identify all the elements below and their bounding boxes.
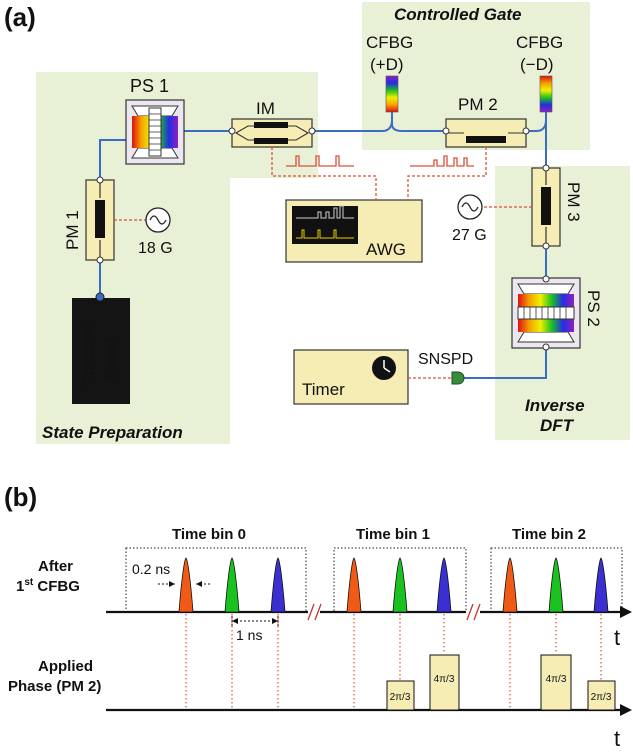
sine-wave-icon — [149, 215, 167, 225]
phase-boxes: 2π/3 4π/3 4π/3 2π/3 — [386, 654, 616, 711]
cfbg-minus-name: CFBG — [516, 33, 563, 52]
pm1-label: PM 1 — [63, 210, 82, 250]
pulse-bin1-blue — [436, 557, 452, 613]
pulse-bin0-red — [178, 557, 194, 613]
laser-label-line2: Laser — [101, 337, 120, 380]
pulse-width-label: 0.2 ns — [132, 561, 170, 577]
awg: AWG — [285, 199, 423, 263]
rf-wires — [271, 147, 487, 200]
ps2-label: PS 2 — [584, 290, 603, 327]
pulse-spacing-annotation: 1 ns — [231, 616, 279, 643]
guide-lines — [185, 614, 602, 710]
state-preparation-title: State Preparation — [42, 423, 183, 442]
row2-label-line2: Phase (PM 2) — [8, 678, 101, 695]
clock-icon — [372, 356, 396, 380]
pulse-shaper-2: PS 2 — [511, 275, 603, 351]
inverse-dft-title-line2: DFT — [540, 416, 575, 435]
timer-label: Timer — [302, 380, 345, 399]
pulse-bin2-red — [502, 557, 518, 613]
phase-bin1-blue: 4π/3 — [434, 674, 455, 685]
time-bins: Time bin 0 Time bin 1 Time bin 2 — [125, 526, 623, 613]
intensity-modulator: IM — [228, 99, 316, 148]
cfbg-plus-name: CFBG — [366, 33, 413, 52]
time-bin-0-title: Time bin 0 — [172, 526, 246, 543]
row2-label-line1: Applied — [38, 658, 93, 675]
phase-modulator-3: PM 3 — [531, 164, 583, 250]
optical-fiber — [99, 112, 547, 379]
pulse-bin1-green — [392, 557, 408, 613]
snspd-detector: SNSPD — [418, 351, 473, 385]
pulse-bin0-green — [224, 557, 240, 613]
time-bin-1-title: Time bin 1 — [356, 526, 430, 543]
pulse-bin1-red — [346, 557, 362, 613]
rf-source-18g: 18 G — [114, 207, 173, 257]
time-bin-2-title: Time bin 2 — [512, 526, 586, 543]
snspd-label: SNSPD — [418, 351, 473, 368]
pulse-bin2-blue — [593, 557, 609, 613]
sine-wave-icon — [461, 202, 479, 212]
rf-source-27g: 27 G — [452, 194, 532, 244]
cfbg-minus-d: CFBG (−D) — [516, 33, 563, 113]
panel-a-label: (a) — [4, 2, 36, 32]
pulse-spacing-label: 1 ns — [236, 627, 262, 643]
pulses — [178, 557, 609, 613]
inverse-dft-title-line1: Inverse — [525, 396, 585, 415]
rf-18g-label: 18 G — [138, 240, 173, 257]
awg-label: AWG — [366, 240, 406, 259]
pulse-shaper-1: PS 1 — [125, 76, 185, 165]
cfbg-plus-d: CFBG (+D) — [366, 33, 413, 113]
pulse-width-annotation: 0.2 ns — [132, 561, 212, 587]
phase-bin1-green: 2π/3 — [390, 692, 411, 703]
controlled-gate-title: Controlled Gate — [394, 5, 522, 24]
rf-27g-label: 27 G — [452, 227, 487, 244]
phase-modulator-2: PM 2 — [442, 95, 530, 148]
row1-label-line2: 1st CFBG — [16, 577, 80, 595]
ps1-label: PS 1 — [130, 76, 169, 96]
tunable-laser: Tunable Laser — [72, 292, 130, 404]
row1-label-line1: After — [38, 558, 73, 575]
phase-bin2-blue: 2π/3 — [591, 692, 612, 703]
timer: Timer — [293, 349, 452, 405]
time-axis-bottom: t — [106, 704, 632, 751]
laser-label-line1: Tunable — [79, 325, 98, 386]
cfbg-minus-sign: (−D) — [520, 55, 554, 74]
cfbg-plus-sign: (+D) — [370, 55, 404, 74]
axis-label-bottom: t — [614, 726, 620, 751]
im-label: IM — [256, 99, 275, 118]
panel-b-label: (b) — [4, 482, 37, 512]
pulse-bin0-blue — [270, 557, 286, 613]
pulse-bin2-green — [548, 557, 564, 613]
axis-label-top: t — [614, 625, 620, 650]
pm2-label: PM 2 — [458, 95, 498, 114]
pm3-label: PM 3 — [564, 182, 583, 222]
phase-bin2-green: 4π/3 — [546, 674, 567, 685]
